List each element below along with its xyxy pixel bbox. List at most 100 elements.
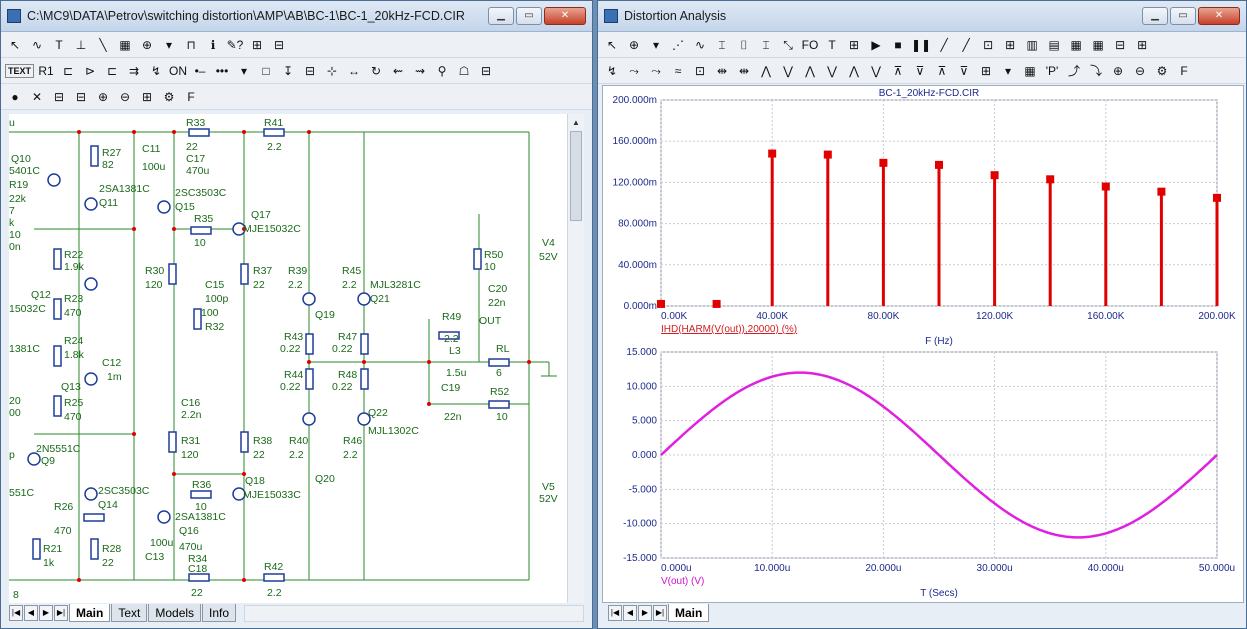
analysis-tb1-tool-button-13[interactable]: ■ [894,37,902,52]
next-page-icon[interactable]: ▶ [39,605,53,621]
analysis-last-page-icon[interactable]: ▶| [653,605,667,621]
schematic-tb2-tool-button-15[interactable]: ↔ [348,63,361,78]
analysis-tb2-tool-button-4[interactable]: ⊡ [694,63,706,78]
analysis-tb1-tool-button-9[interactable]: FO [801,37,819,52]
analysis-tb2-tool-button-10[interactable]: ⋁ [827,63,837,78]
analysis-tb1-tool-button-7[interactable]: ⌶ [762,37,770,52]
analysis-tb2-tool-button-17[interactable]: ⊞ [980,63,992,78]
schematic-tb3-tool-button-5[interactable]: ⊖ [119,89,131,104]
tab-info[interactable]: Info [202,604,237,622]
schematic-tb3-tool-button-7[interactable]: ⚙ [163,89,175,104]
schematic-tb2-tool-button-19[interactable]: ⚲ [437,63,447,78]
analysis-tb2-tool-button-25[interactable]: ⚙ [1156,63,1168,78]
analysis-tb2-tool-button-19[interactable]: ▦ [1024,63,1036,78]
analysis-tb2-tool-button-2[interactable]: ⤳ [651,63,661,78]
tab-main[interactable]: Main [69,604,111,622]
analysis-tb1-tool-button-22[interactable]: ▦ [1092,37,1104,52]
schematic-tb2-tool-button-4[interactable]: ⊏ [106,63,118,78]
tab-text[interactable]: Text [111,604,148,622]
analysis-tb1-tool-button-19[interactable]: ▥ [1026,37,1038,52]
analysis-minimize-button[interactable]: ▁ [1142,7,1168,25]
close-button[interactable]: ✕ [544,7,586,25]
analysis-tb1-tool-button-11[interactable]: ⊞ [848,37,860,52]
schematic-tb1-tool-button-10[interactable]: ✎? [226,37,244,52]
analysis-tb2-tool-button-0[interactable]: ↯ [606,63,618,78]
analysis-tb2-tool-button-9[interactable]: ⋀ [805,63,815,78]
analysis-tab-main[interactable]: Main [668,604,710,622]
analysis-tb2-tool-button-13[interactable]: ⊼ [893,63,903,78]
analysis-tb2-tool-button-24[interactable]: ⊖ [1134,63,1146,78]
analysis-tb1-tool-button-15[interactable]: ╱ [940,37,948,52]
schematic-tb3-tool-button-0[interactable]: ● [11,89,19,104]
analysis-tb1-tool-button-20[interactable]: ▤ [1048,37,1060,52]
analysis-tb1-tool-button-6[interactable]: ⌷ [740,37,748,52]
schematic-tb2-tool-button-7[interactable]: ON [169,63,188,78]
analysis-tb1-tool-button-8[interactable]: ⤡ [783,37,793,52]
analysis-tb2-tool-button-20[interactable]: 'P' [1045,63,1059,78]
schematic-tb2-tool-button-12[interactable]: ↧ [282,63,294,78]
schematic-titlebar[interactable]: C:\MC9\DATA\Petrov\switching distortion\… [1,1,592,32]
schematic-tb1-tool-button-8[interactable]: ⊓ [186,37,196,52]
analysis-tb2-tool-button-23[interactable]: ⊕ [1112,63,1124,78]
analysis-tb2-tool-button-11[interactable]: ⋀ [849,63,859,78]
analysis-tb1-tool-button-21[interactable]: ▦ [1070,37,1082,52]
scroll-up-icon[interactable]: ▲ [572,118,580,127]
scroll-thumb[interactable] [570,131,582,221]
analysis-tb2-tool-button-3[interactable]: ≈ [674,63,682,78]
schematic-tb1-tool-button-2[interactable]: T [55,37,63,52]
last-page-icon[interactable]: ▶| [54,605,68,621]
schematic-tb1-tool-button-1[interactable]: ∿ [31,37,43,52]
analysis-prev-page-icon[interactable]: ◀ [623,605,637,621]
tab-models[interactable]: Models [148,604,202,622]
schematic-tb3-tool-button-6[interactable]: ⊞ [141,89,153,104]
schematic-horizontal-scrollbar[interactable] [244,605,584,622]
analysis-tb2-tool-button-18[interactable]: ▾ [1004,63,1012,78]
schematic-tb3-tool-button-3[interactable]: ⊟ [75,89,87,104]
analysis-tb1-tool-button-24[interactable]: ⊞ [1137,37,1148,52]
analysis-tb1-tool-button-23[interactable]: ⊟ [1115,37,1126,52]
analysis-tb1-tool-button-1[interactable]: ⊕ [628,37,640,52]
schematic-tb2-tool-button-10[interactable]: ▾ [241,63,248,78]
schematic-tb2-tool-button-18[interactable]: ⇝ [414,63,426,78]
schematic-vertical-scrollbar[interactable]: ▲ [567,114,584,603]
schematic-tb2-tool-button-5[interactable]: ⇉ [128,63,140,78]
analysis-tb2-tool-button-7[interactable]: ⋀ [761,63,771,78]
analysis-tb1-tool-button-18[interactable]: ⊞ [1005,37,1016,52]
schematic-tb1-tool-button-6[interactable]: ⊕ [141,37,153,52]
analysis-tb2-tool-button-21[interactable]: ⤴ [1067,63,1080,78]
schematic-tb1-tool-button-5[interactable]: ▦ [119,37,131,52]
schematic-tb2-tool-button-3[interactable]: ⊳ [84,63,96,78]
analysis-tb1-tool-button-3[interactable]: ⋰ [672,37,684,52]
schematic-tb2-tool-button-1[interactable]: R1 [38,63,54,78]
analysis-tb1-tool-button-17[interactable]: ⊡ [983,37,994,52]
analysis-tb1-tool-button-10[interactable]: T [828,37,836,52]
analysis-tb2-tool-button-8[interactable]: ⋁ [783,63,793,78]
schematic-tb1-tool-button-12[interactable]: ⊟ [273,37,285,52]
schematic-tb2-tool-button-13[interactable]: ⊟ [304,63,316,78]
schematic-tb2-tool-button-20[interactable]: ☖ [458,63,470,78]
analysis-next-page-icon[interactable]: ▶ [638,605,652,621]
schematic-tb2-tool-button-9[interactable]: ••• [215,63,229,78]
minimize-button[interactable]: ▁ [488,7,514,25]
analysis-maximize-button[interactable]: ▭ [1170,7,1196,25]
analysis-tb2-tool-button-6[interactable]: ⇹ [738,63,750,78]
schematic-tb2-tool-button-17[interactable]: ⇜ [392,63,404,78]
analysis-tb2-tool-button-1[interactable]: ⤳ [629,63,639,78]
schematic-tb3-tool-button-1[interactable]: ✕ [31,89,43,104]
prev-page-icon[interactable]: ◀ [24,605,38,621]
analysis-tb2-tool-button-14[interactable]: ⊽ [915,63,925,78]
schematic-tb1-tool-button-0[interactable]: ↖ [9,37,21,52]
analysis-first-page-icon[interactable]: |◀ [608,605,622,621]
schematic-tb2-tool-button-16[interactable]: ↻ [370,63,382,78]
schematic-tb3-tool-button-4[interactable]: ⊕ [97,89,109,104]
analysis-tb2-tool-button-12[interactable]: ⋁ [871,63,881,78]
analysis-tb2-tool-button-5[interactable]: ⇹ [716,63,728,78]
analysis-tb2-tool-button-26[interactable]: F [1180,63,1188,78]
analysis-titlebar[interactable]: Distortion Analysis ▁ ▭ ✕ [598,1,1246,32]
schematic-tb1-tool-button-9[interactable]: ℹ [210,37,216,52]
maximize-button[interactable]: ▭ [516,7,542,25]
analysis-tb2-tool-button-15[interactable]: ⊼ [937,63,947,78]
analysis-tb1-tool-button-12[interactable]: ▶ [871,37,881,52]
